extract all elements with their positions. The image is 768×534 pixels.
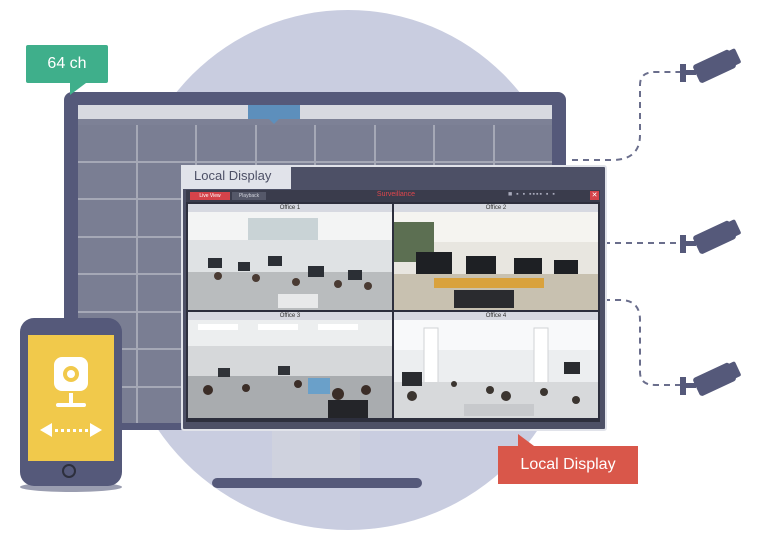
channel-cell (316, 125, 374, 161)
camera-label: Office 4 (394, 312, 598, 320)
channel-cell (435, 125, 493, 161)
monitor-stand (272, 430, 360, 478)
office-scene (394, 320, 598, 418)
phone-shadow (20, 482, 122, 492)
monitor-base (212, 478, 422, 488)
office-scene (394, 212, 598, 310)
close-button[interactable]: ✕ (590, 191, 599, 200)
office-scene (188, 320, 392, 418)
surveillance-window: Live View Playback Surveillance ■ ▪ ▪ ▪▪… (186, 190, 600, 422)
channel-cell (78, 162, 136, 198)
local-display-tab-label: Local Display (194, 168, 272, 183)
double-arrow-icon (40, 423, 102, 437)
camera-label: Office 3 (188, 312, 392, 320)
screen-topbar (78, 105, 552, 119)
channel-cell (494, 125, 552, 161)
ip-camera-icon (680, 48, 741, 83)
wire-bottom (604, 299, 680, 386)
camera-label: Office 1 (188, 204, 392, 212)
channel-cell (197, 125, 255, 161)
surveillance-title: Surveillance (376, 191, 416, 198)
local-display-badge-tail (518, 434, 534, 446)
camera-feed-office-2[interactable]: Office 2 (394, 204, 598, 310)
screen-tab-notch (269, 119, 279, 124)
live-view-button[interactable]: Live View (190, 192, 230, 200)
local-display-badge: Local Display (498, 446, 638, 484)
channel-cell (375, 125, 433, 161)
camera-feed-office-4[interactable]: Office 4 (394, 312, 598, 418)
channel-cell (78, 125, 136, 161)
camera-icon (40, 357, 102, 437)
channel-cell (78, 275, 136, 311)
ip-camera-icon (680, 361, 741, 396)
office-scene (188, 212, 392, 310)
phone-screen (28, 335, 114, 461)
camera-feed-office-1[interactable]: Office 1 (188, 204, 392, 310)
toolbar-controls[interactable]: ■ ▪ ▪ ▪▪▪▪ ▪ ▪ (508, 191, 556, 198)
channel-cell (256, 125, 314, 161)
screen-active-tab (248, 105, 300, 119)
local-display-folder-tab (181, 165, 291, 189)
channel-count-tag-tail (70, 83, 86, 95)
wire-top (572, 71, 680, 161)
surveillance-toolbar: Live View Playback Surveillance ■ ▪ ▪ ▪▪… (186, 190, 600, 202)
channel-cell (137, 125, 195, 161)
playback-button[interactable]: Playback (232, 192, 266, 200)
camera-feed-office-3[interactable]: Office 3 (188, 312, 392, 418)
channel-cell (78, 200, 136, 236)
channel-count-tag: 64 ch (26, 45, 108, 83)
phone-home-button (62, 464, 76, 478)
camera-label: Office 2 (394, 204, 598, 212)
ip-camera-icon (680, 219, 741, 254)
channel-cell (78, 237, 136, 273)
